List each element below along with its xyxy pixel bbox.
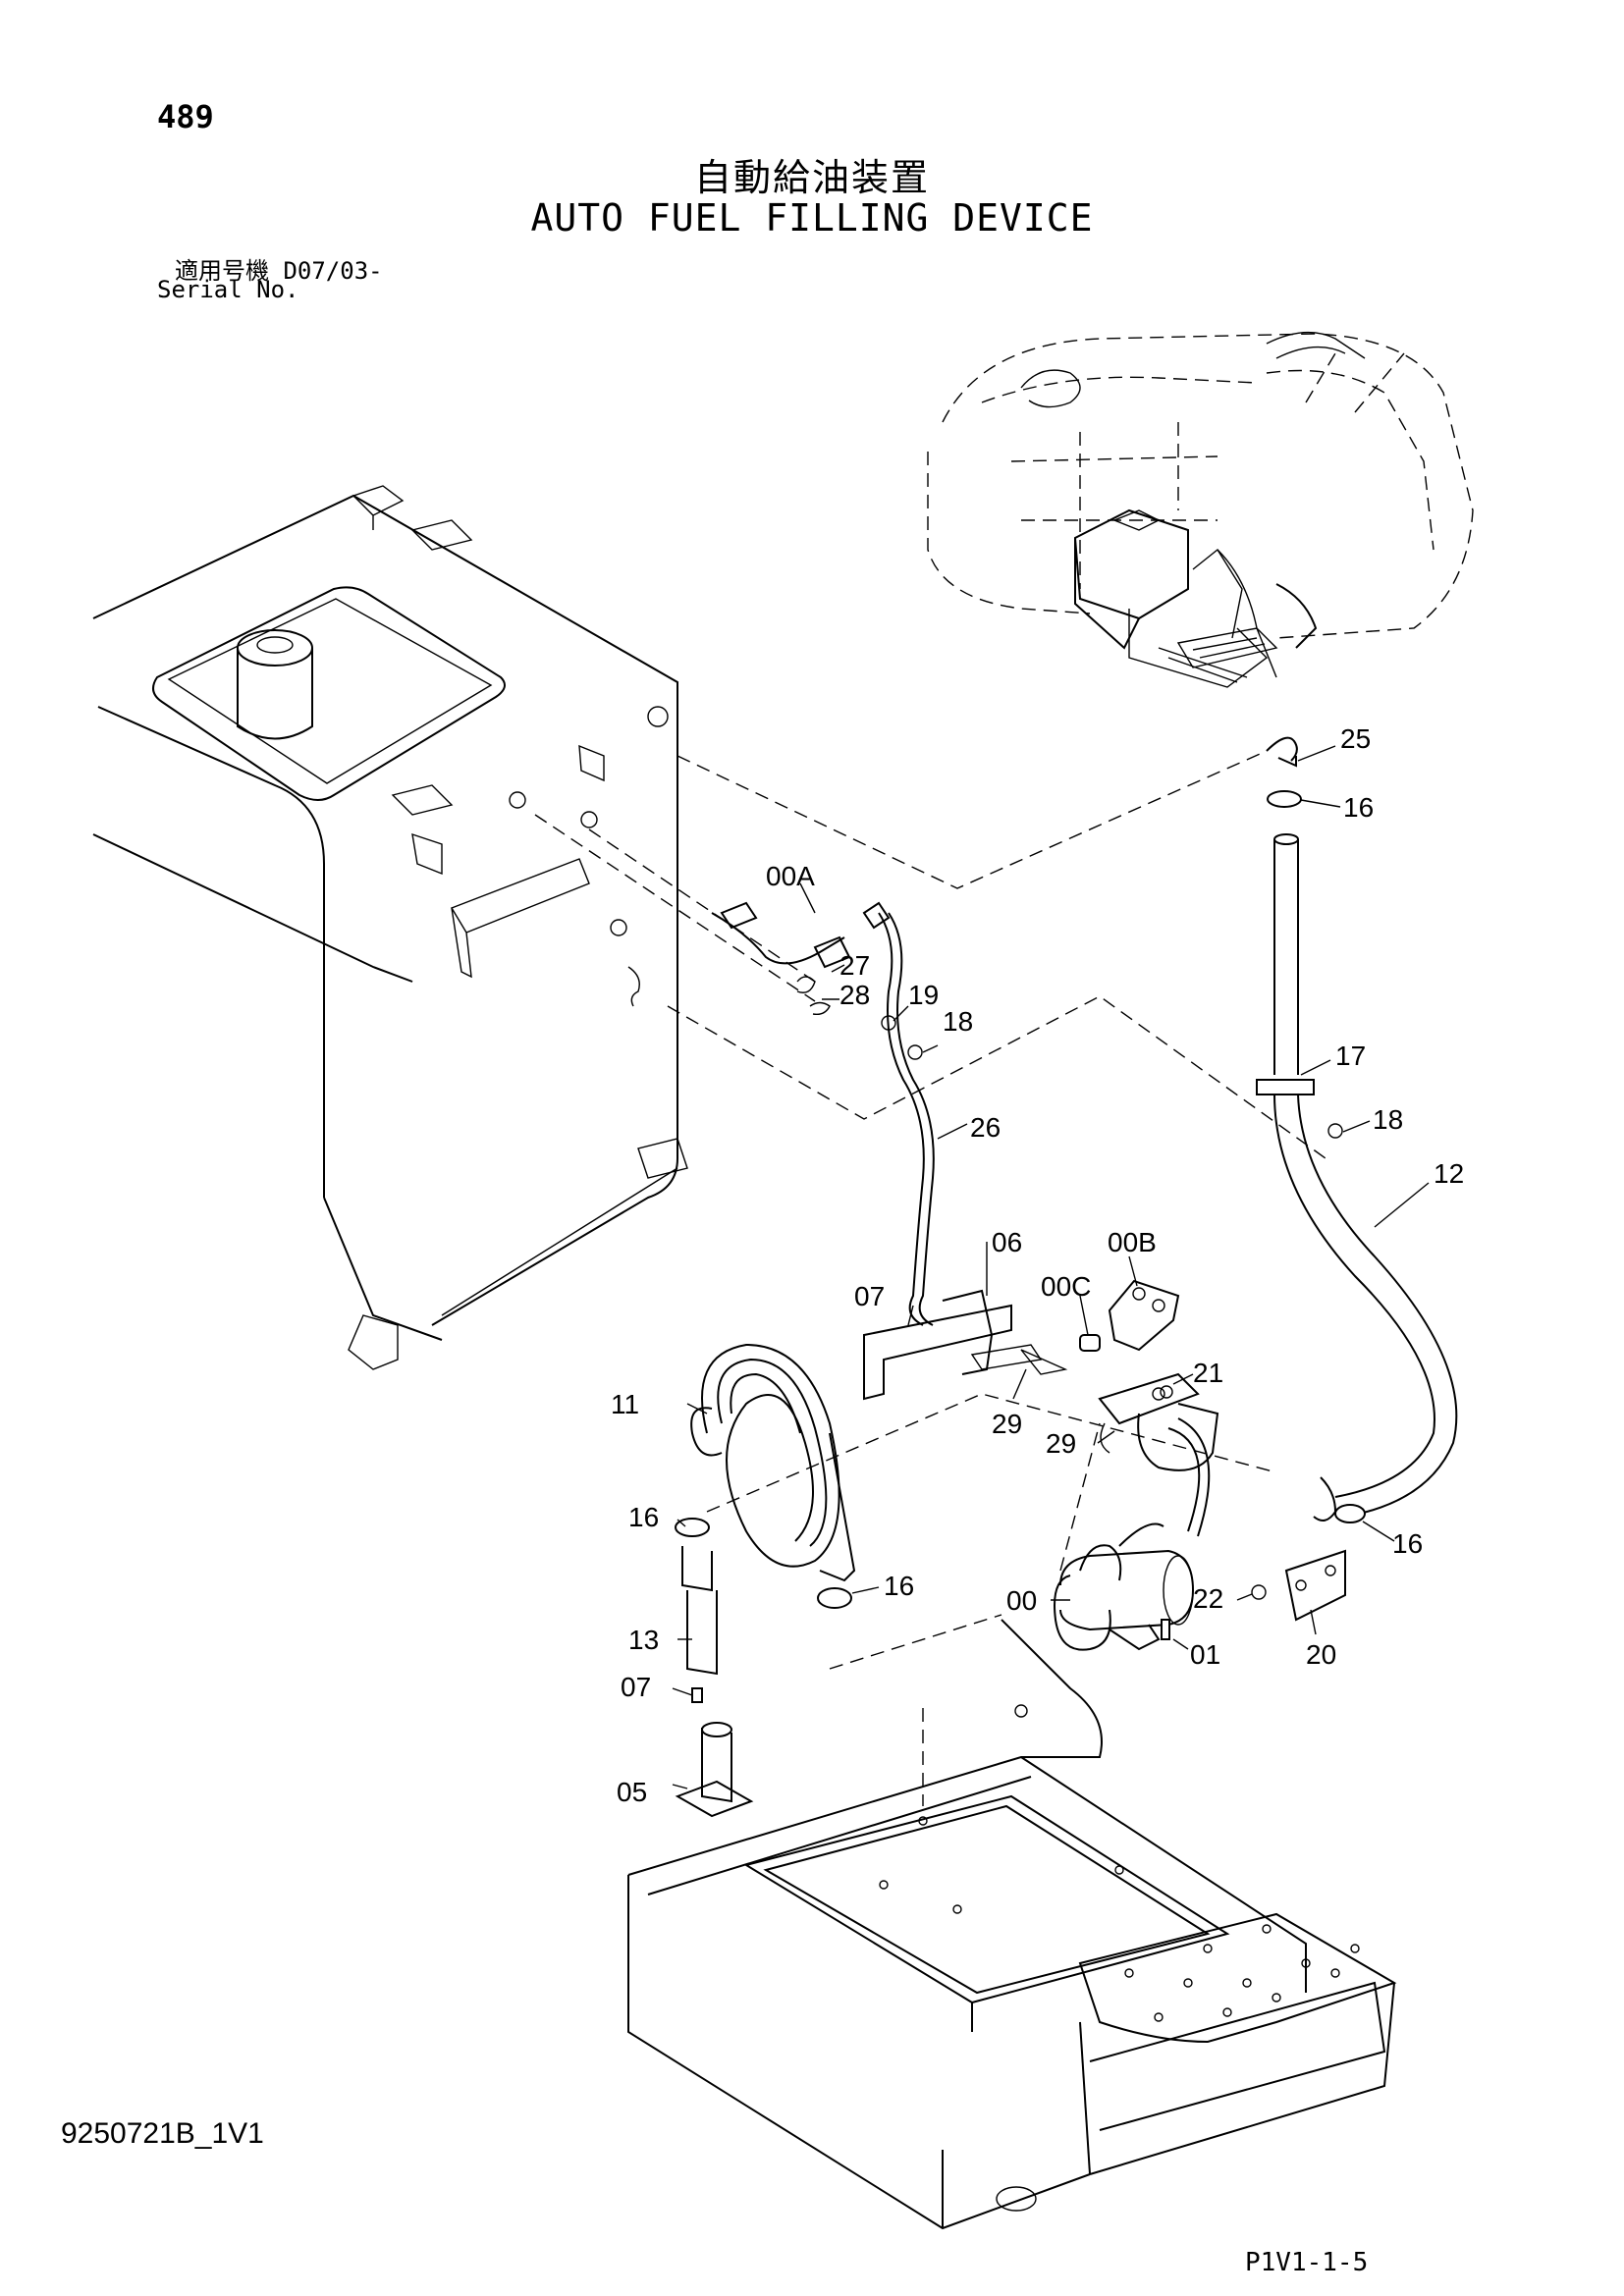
callout-29-left: 29 [992, 1409, 1022, 1439]
callout-00C: 00C [1041, 1271, 1091, 1302]
callout-18-center: 18 [943, 1006, 973, 1037]
callout-07-pipe: 07 [621, 1672, 651, 1702]
page-number: 489 [157, 98, 214, 135]
pump-assembly-illustration [711, 901, 1346, 1651]
drawing-code: 9250721B_1V1 [61, 2117, 264, 2150]
callout-16-right: 16 [1392, 1528, 1423, 1559]
callout-12: 12 [1434, 1158, 1464, 1189]
callout-00B: 00B [1108, 1227, 1157, 1257]
callout-19: 19 [908, 980, 939, 1010]
callout-00A: 00A [766, 861, 815, 891]
callout-leader-lines [672, 745, 1430, 1789]
callout-00: 00 [1006, 1585, 1037, 1616]
callout-27: 27 [839, 950, 870, 981]
step-platform-illustration [627, 1619, 1397, 2230]
callout-16-left: 16 [628, 1502, 659, 1532]
callout-16-top: 16 [1343, 792, 1374, 823]
excavator-overview-illustration [927, 331, 1474, 688]
serial-label: Serial No. [157, 276, 299, 303]
callout-18-right: 18 [1373, 1104, 1403, 1135]
callout-13: 13 [628, 1625, 659, 1655]
callout-22: 22 [1193, 1583, 1223, 1614]
callout-29-right: 29 [1046, 1428, 1076, 1459]
assembly-reference-lines [534, 750, 1326, 1806]
callout-25: 25 [1340, 723, 1371, 754]
serial-label-japanese: 適用号機 D07/03- [175, 257, 383, 285]
callout-21: 21 [1193, 1358, 1223, 1388]
callout-17: 17 [1335, 1041, 1366, 1071]
callout-labels: 25 16 17 18 12 16 00A 27 28 19 18 26 06 … [611, 723, 1464, 1807]
page-title: AUTO FUEL FILLING DEVICE [530, 196, 1094, 240]
callout-01: 01 [1190, 1639, 1220, 1670]
sheet-reference: P1V1-1-5 [1245, 2248, 1369, 2277]
fuel-hose-illustration [1256, 736, 1458, 1523]
callout-28: 28 [839, 980, 870, 1010]
callout-05: 05 [617, 1777, 647, 1807]
callout-16-coil: 16 [884, 1571, 914, 1601]
callout-06: 06 [992, 1227, 1022, 1257]
hose-coil-illustration [675, 1343, 856, 1818]
callout-20: 20 [1306, 1639, 1336, 1670]
callout-26: 26 [970, 1112, 1001, 1143]
callout-11: 11 [611, 1389, 639, 1419]
page-title-japanese: 自動給油装置 [693, 156, 930, 199]
fuel-tank-illustration [92, 485, 688, 1370]
callout-07-bracket: 07 [854, 1281, 885, 1311]
